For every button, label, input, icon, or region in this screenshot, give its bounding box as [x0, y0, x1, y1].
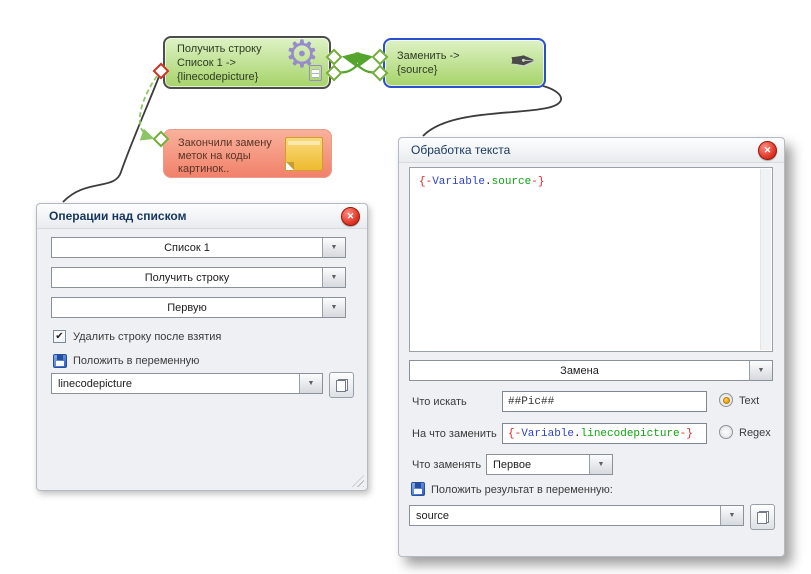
action-node-get-line[interactable]: Получить строку Список 1 -> {linecodepic…: [163, 34, 331, 89]
action-select-combo[interactable]: Получить строку ▼: [51, 267, 346, 288]
scope-select-value: Первое: [493, 458, 532, 471]
chevron-down-icon[interactable]: ▼: [589, 455, 612, 474]
token-open: {-: [419, 176, 433, 188]
variable-name-combo[interactable]: linecodepicture ▼: [51, 373, 323, 394]
chevron-down-icon[interactable]: ▼: [322, 268, 345, 287]
variable-name-value: linecodepicture: [58, 377, 132, 390]
delete-line-checkbox[interactable]: ✔: [53, 330, 66, 343]
comment-note[interactable]: Закончили замену меток на коды картинок.…: [163, 129, 332, 178]
scope-label: Что заменять: [412, 459, 482, 471]
token-close: -}: [531, 176, 545, 188]
put-variable-label: Положить в переменную: [73, 355, 200, 367]
token-open: {-: [508, 427, 522, 440]
result-variable-combo[interactable]: source ▼: [409, 505, 744, 526]
mode-select-value: Первую: [167, 301, 207, 314]
scope-select-combo[interactable]: Первое ▼: [486, 454, 613, 475]
radio-regex[interactable]: [719, 425, 733, 439]
wire-node1-to-note-dashed: [138, 75, 158, 141]
wire-node2-to-text-dialog: [422, 85, 562, 137]
comment-note-text: Закончили замену меток на коды картинок.…: [178, 137, 272, 175]
sticky-note-icon: [285, 137, 323, 171]
mode-select-combo[interactable]: Первую ▼: [51, 297, 346, 318]
close-icon[interactable]: ✕: [341, 206, 360, 226]
replace-input[interactable]: {-Variable.linecodepicture-}: [502, 423, 707, 444]
copy-icon: [756, 510, 769, 524]
text-processing-icon: ✒: [494, 40, 544, 86]
chevron-down-icon[interactable]: ▼: [720, 506, 743, 525]
wire-node1-to-list-dialog: [62, 73, 161, 203]
replace-label: На что заменить: [412, 428, 497, 440]
radio-text[interactable]: [719, 393, 733, 407]
editor-scrollbar[interactable]: [760, 169, 771, 350]
radio-text-label[interactable]: Text: [739, 395, 760, 407]
text-dialog-title: Обработка текста: [411, 143, 511, 157]
chevron-down-icon[interactable]: ▼: [322, 298, 345, 317]
token-close: -}: [679, 427, 693, 440]
chevron-down-icon[interactable]: ▼: [322, 238, 345, 257]
token-name: source: [491, 176, 532, 188]
token-object: Variable: [521, 427, 575, 440]
source-text-editor[interactable]: {-Variable.source-}: [409, 167, 773, 352]
chevron-down-icon[interactable]: ▼: [299, 374, 322, 393]
node-replace-label: Заменить -> {source}: [397, 50, 460, 76]
copy-result-button[interactable]: [750, 504, 775, 530]
list-dialog-title: Операции над списком: [49, 209, 187, 223]
action-select-value: Получить строку: [144, 271, 230, 284]
copy-variable-button[interactable]: [329, 372, 354, 398]
document-icon: [309, 65, 322, 81]
result-variable-label: Положить результат в переменную:: [431, 484, 613, 496]
list-select-combo[interactable]: Список 1 ▼: [51, 237, 346, 258]
save-variable-icon: [411, 482, 425, 496]
token-dot: .: [485, 176, 492, 188]
operation-select-combo[interactable]: Замена ▼: [409, 360, 773, 381]
chevron-down-icon[interactable]: ▼: [749, 361, 772, 380]
copy-icon: [335, 378, 348, 392]
token-dot: .: [574, 427, 581, 440]
operation-select-value: Замена: [560, 364, 599, 377]
text-dialog-titlebar[interactable]: Обработка текста ✕: [399, 138, 784, 163]
node-get-line-label: Получить строку Список 1 -> {linecodepic…: [177, 42, 262, 83]
result-variable-value: source: [416, 509, 450, 522]
text-processing-dialog: Обработка текста ✕ {-Variable.source-} З…: [398, 137, 785, 557]
action-node-replace[interactable]: Заменить -> {source} ✒: [383, 38, 546, 88]
token-object: Variable: [432, 176, 486, 188]
list-operations-dialog: Операции над списком ✕ Список 1 ▼ Получи…: [36, 203, 368, 491]
save-variable-icon: [53, 354, 67, 368]
token-name: linecodepicture: [580, 427, 680, 440]
list-dialog-titlebar[interactable]: Операции над списком ✕: [37, 204, 367, 229]
radio-regex-label[interactable]: Regex: [739, 427, 771, 439]
search-label: Что искать: [412, 396, 467, 408]
list-select-value: Список 1: [164, 241, 210, 254]
resize-grip[interactable]: [352, 475, 364, 487]
delete-line-checkbox-label: Удалить строку после взятия: [73, 331, 222, 343]
list-operation-icon: ⚙: [279, 34, 329, 87]
check-icon: ✔: [55, 330, 64, 342]
pen-icon: ✒: [509, 43, 536, 79]
close-icon[interactable]: ✕: [758, 140, 777, 160]
search-input[interactable]: ##Pic##: [502, 391, 707, 412]
